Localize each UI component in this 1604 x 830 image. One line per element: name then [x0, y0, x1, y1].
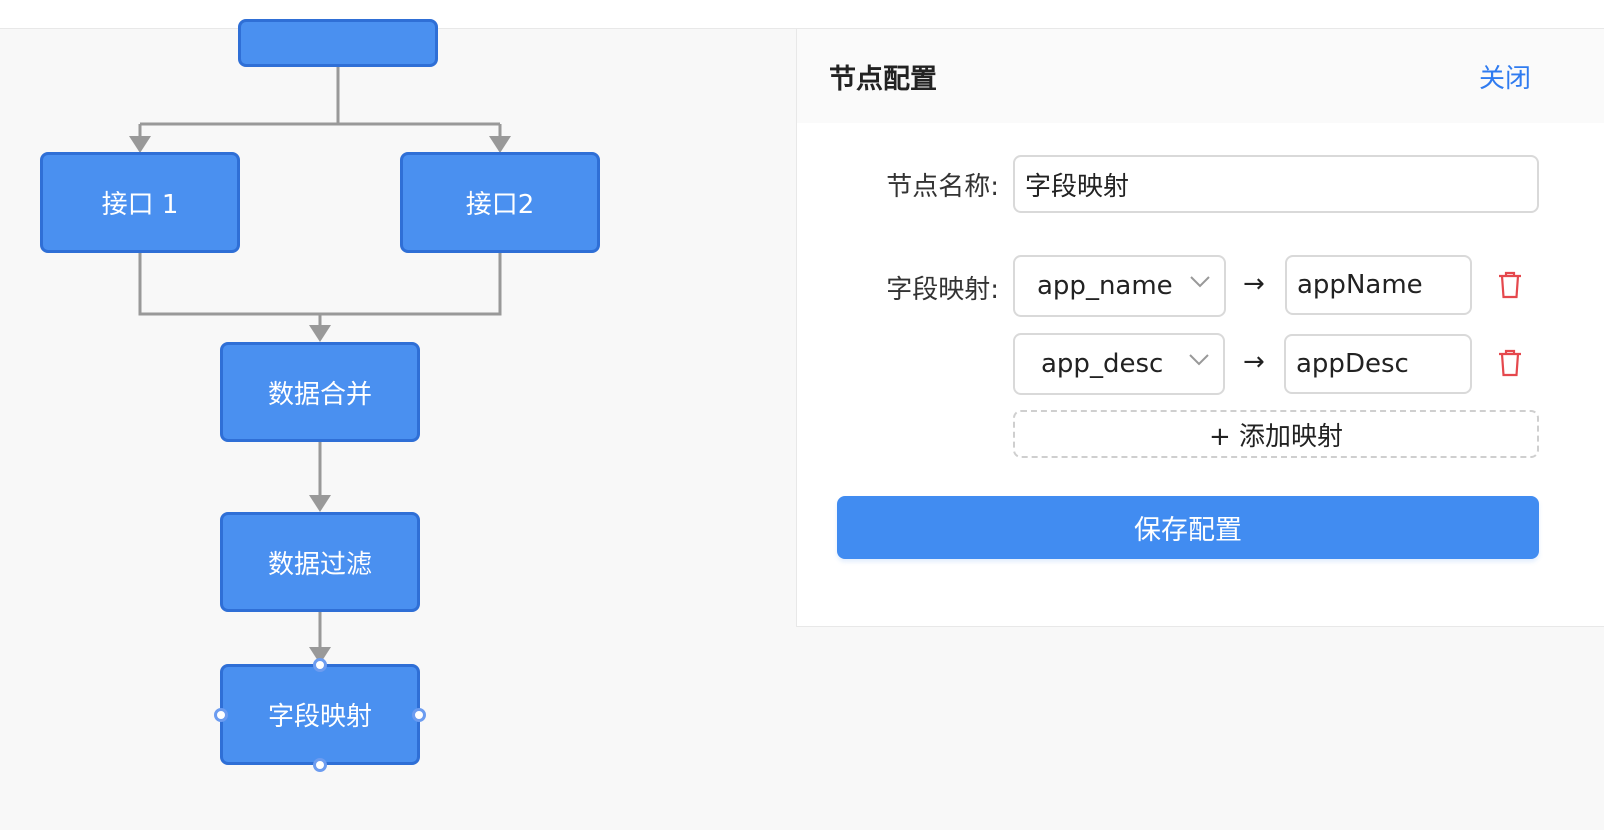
node-label: 接口 1: [101, 190, 179, 220]
target-field-input-2[interactable]: appDesc: [1284, 334, 1472, 394]
chevron-down-icon: [1190, 276, 1210, 288]
arrowhead-api2: [489, 136, 511, 153]
arrowhead-api1: [129, 136, 151, 153]
add-mapping-button[interactable]: + 添加映射: [1013, 410, 1539, 458]
node-label: 数据合并: [267, 379, 372, 410]
trash-icon[interactable]: [1498, 271, 1522, 299]
node-name-input[interactable]: 字段映射: [1013, 155, 1539, 213]
save-config-button[interactable]: 保存配置: [837, 496, 1539, 559]
close-button[interactable]: 关闭: [1479, 64, 1532, 94]
node-start[interactable]: [238, 19, 438, 67]
arrowhead-filter: [309, 495, 331, 512]
source-field-select-1[interactable]: app_name: [1013, 255, 1226, 317]
connection-handle-bottom[interactable]: [313, 758, 327, 772]
panel-title: 节点配置: [829, 64, 937, 95]
connection-handle-right[interactable]: [412, 708, 426, 722]
connection-handle-left[interactable]: [214, 708, 228, 722]
node-label: 字段映射: [267, 702, 372, 732]
target-field-value: appDesc: [1296, 349, 1409, 379]
field-mapping-label: 字段映射:: [886, 275, 999, 305]
trash-icon[interactable]: [1498, 349, 1522, 377]
mapping-arrow: →: [1243, 347, 1265, 377]
node-data-filter[interactable]: 数据过滤: [220, 512, 420, 612]
node-config-panel: 节点配置 关闭 节点名称: 字段映射 字段映射: app_name → appN…: [796, 29, 1604, 627]
edge-api-join: [138, 253, 502, 327]
node-label: 数据过滤: [267, 549, 372, 580]
node-api-2[interactable]: 接口2: [400, 152, 600, 253]
node-api-1[interactable]: 接口 1: [40, 152, 240, 253]
source-field-value: app_desc: [1041, 349, 1164, 379]
edge-start-branch: [138, 67, 502, 139]
panel-header: 节点配置 关闭: [797, 29, 1604, 123]
connection-handle-top[interactable]: [313, 658, 327, 672]
chevron-down-icon: [1189, 354, 1209, 366]
source-field-value: app_name: [1037, 271, 1173, 301]
node-field-mapping[interactable]: 字段映射: [220, 664, 420, 765]
source-field-select-2[interactable]: app_desc: [1013, 333, 1225, 395]
mapping-arrow: →: [1243, 269, 1265, 299]
arrowhead-merge: [309, 325, 331, 342]
arrowhead-mapping: [309, 647, 331, 664]
flow-edges: [129, 67, 511, 664]
node-name-value: 字段映射: [1025, 171, 1130, 202]
node-data-merge[interactable]: 数据合并: [220, 342, 420, 442]
node-label: 接口2: [465, 190, 535, 220]
target-field-value: appName: [1297, 270, 1423, 300]
node-name-label: 节点名称:: [886, 172, 999, 202]
target-field-input-1[interactable]: appName: [1285, 255, 1472, 315]
